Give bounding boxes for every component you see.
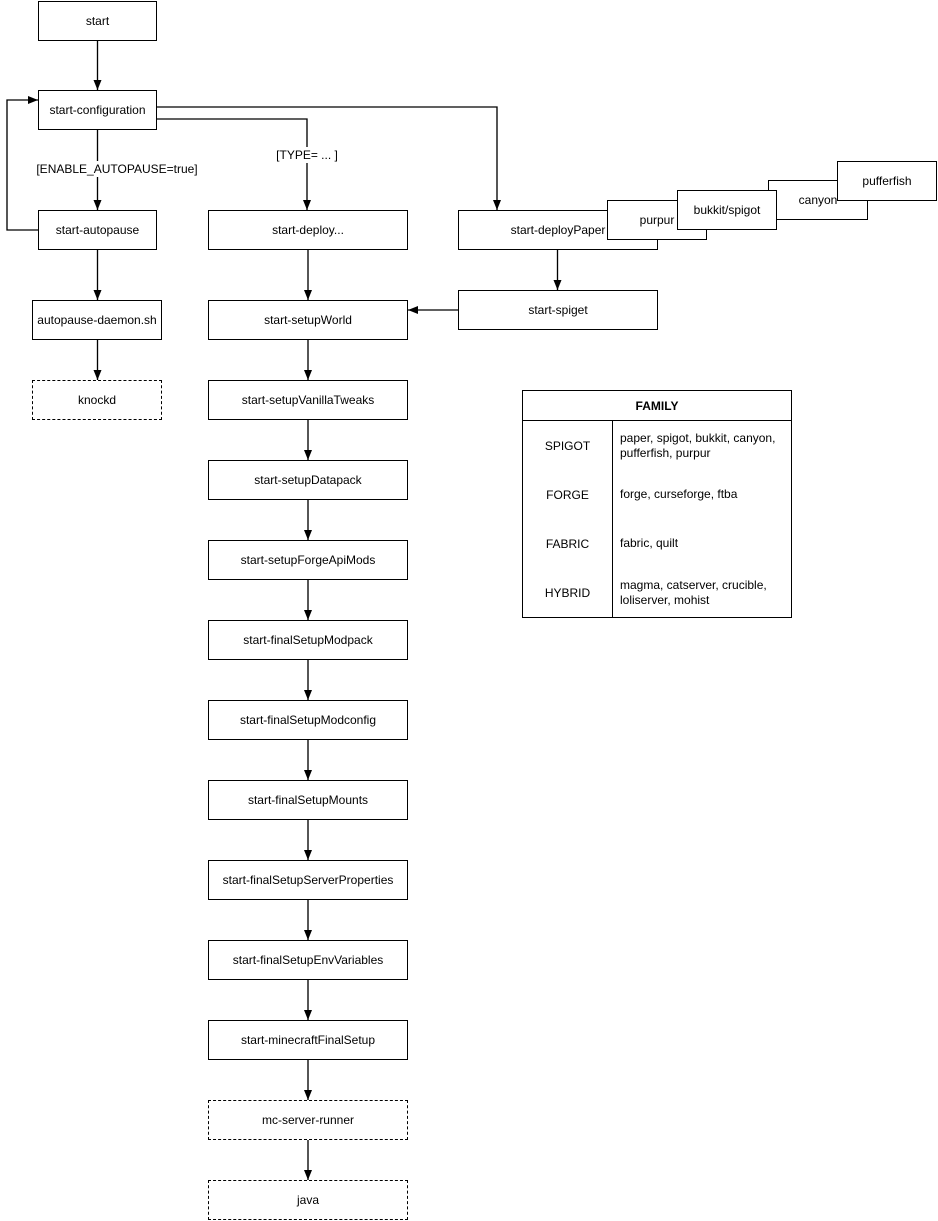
node-start-deploy: start-deploy... [208, 210, 408, 250]
edge-configuration-to-deploy [157, 118, 311, 210]
family-name: FABRIC [523, 519, 613, 568]
node-start-finalsetupserverproperties: start-finalSetupServerProperties [208, 860, 408, 900]
family-members: fabric, quilt [620, 536, 679, 550]
edge-configuration-to-deploypaper [157, 106, 501, 210]
node-start-spiget: start-spiget [458, 290, 658, 330]
family-table-body: SPIGOT paper, spigot, bukkit, canyon, pu… [523, 421, 791, 617]
node-pufferfish: pufferfish [837, 161, 937, 201]
family-name: FORGE [523, 470, 613, 519]
family-members: forge, curseforge, ftba [620, 487, 738, 501]
node-mc-server-runner: mc-server-runner [208, 1100, 408, 1140]
edge-label-type: [TYPE= ... ] [274, 147, 340, 163]
family-members: magma, catserver, crucible, loliserver, … [620, 577, 767, 607]
node-start-setupdatapack: start-setupDatapack [208, 460, 408, 500]
family-table: FAMILY SPIGOT paper, spigot, bukkit, can… [522, 390, 792, 618]
edge-label-enable-autopause: [ENABLE_AUTOPAUSE=true] [34, 161, 200, 177]
node-start-minecraftfinalsetup: start-minecraftFinalSetup [208, 1020, 408, 1060]
edge-autopause-to-configuration-loop [6, 96, 38, 231]
node-start: start [38, 1, 157, 41]
node-start-finalsetupmodconfig: start-finalSetupModconfig [208, 700, 408, 740]
family-table-row-fabric: FABRIC fabric, quilt [523, 519, 791, 568]
family-name: HYBRID [523, 568, 613, 617]
node-start-finalsetupenvvariables: start-finalSetupEnvVariables [208, 940, 408, 980]
node-java: java [208, 1180, 408, 1220]
node-start-autopause: start-autopause [38, 210, 157, 250]
node-knockd: knockd [32, 380, 162, 420]
node-autopause-daemon: autopause-daemon.sh [32, 300, 162, 340]
family-table-row-hybrid: HYBRID magma, catserver, crucible, lolis… [523, 568, 791, 617]
node-start-finalsetupmounts: start-finalSetupMounts [208, 780, 408, 820]
node-start-setupvanillatweaks: start-setupVanillaTweaks [208, 380, 408, 420]
family-name: SPIGOT [523, 421, 613, 470]
node-bukkit-spigot: bukkit/spigot [677, 190, 777, 230]
node-start-finalsetupmodpack: start-finalSetupModpack [208, 620, 408, 660]
node-start-setupforgeapimods: start-setupForgeApiMods [208, 540, 408, 580]
family-members: paper, spigot, bukkit, canyon, pufferfis… [620, 430, 776, 460]
family-table-row-forge: FORGE forge, curseforge, ftba [523, 470, 791, 519]
family-table-row-spigot: SPIGOT paper, spigot, bukkit, canyon, pu… [523, 421, 791, 470]
family-table-title: FAMILY [523, 391, 791, 421]
node-start-configuration: start-configuration [38, 90, 157, 130]
node-start-setupworld: start-setupWorld [208, 300, 408, 340]
